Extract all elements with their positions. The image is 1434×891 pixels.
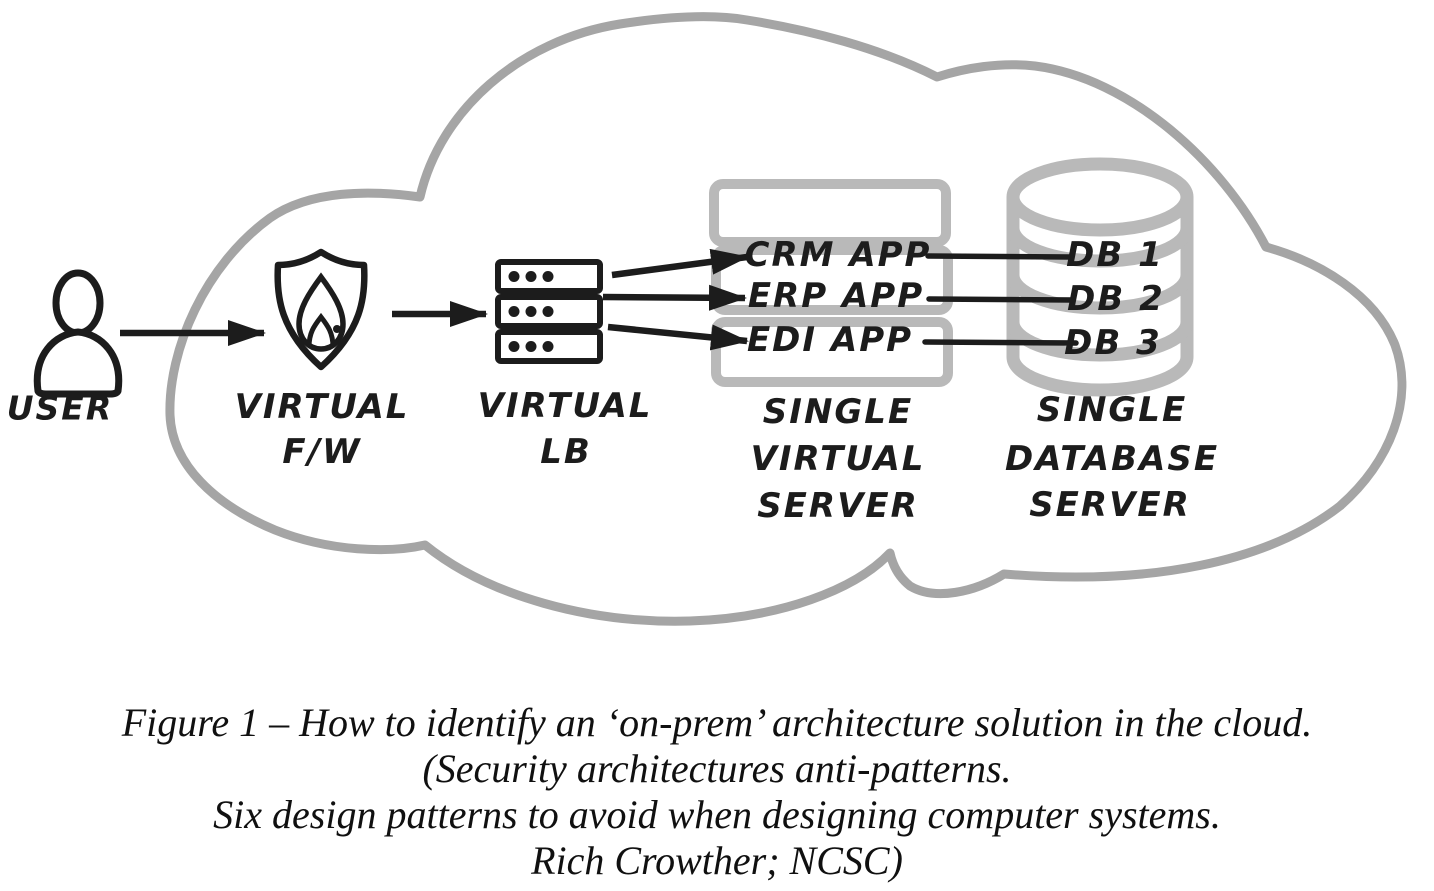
server-stack-icon	[495, 259, 603, 364]
load-balancer-label-line1: VIRTUAL	[477, 386, 653, 426]
database-server-label-line2: DATABASE	[1004, 439, 1220, 479]
firewall-label-line1: VIRTUAL	[234, 387, 410, 427]
line-erp-to-db2	[926, 296, 1076, 303]
caption-line-2: (Security architectures anti-patterns.	[422, 746, 1012, 791]
arrow-lb-to-erp	[602, 284, 747, 311]
db-label-1: DB 1	[1066, 235, 1164, 275]
line-crm-to-db1	[925, 253, 1073, 260]
caption-line-3: Six design patterns to avoid when design…	[213, 792, 1221, 837]
virtual-server-label-line2: VIRTUAL	[750, 439, 926, 479]
load-balancer-label-line2: LB	[540, 432, 592, 472]
figure-caption: Figure 1 – How to identify an ‘on-prem’ …	[0, 700, 1434, 884]
db-label-2: DB 2	[1067, 279, 1165, 319]
person-icon	[33, 269, 123, 398]
arrow-lb-to-crm	[611, 248, 749, 279]
shield-flame-icon	[274, 248, 368, 371]
tray-stack-icon	[709, 179, 953, 387]
arrow-lb-to-edi	[607, 323, 749, 351]
caption-line-4: Rich Crowther; NCSC)	[531, 838, 903, 883]
virtual-server-label-line1: SINGLE	[762, 392, 914, 432]
caption-line-1: Figure 1 – How to identify an ‘on-prem’ …	[121, 700, 1313, 745]
firewall-label-line2: F/W	[282, 432, 362, 472]
app-label-erp: ERP APP	[747, 276, 925, 316]
virtual-server-label-line3: SERVER	[757, 486, 919, 526]
line-edi-to-db3	[922, 339, 1079, 346]
database-server-label-line1: SINGLE	[1036, 390, 1188, 430]
app-label-edi: EDI APP	[746, 320, 914, 360]
database-server-label-line3: SERVER	[1029, 485, 1191, 525]
database-cylinder-icon	[1006, 157, 1194, 397]
db-label-3: DB 3	[1064, 323, 1162, 363]
app-label-crm: CRM APP	[744, 235, 932, 275]
user-label: USER	[6, 388, 114, 428]
